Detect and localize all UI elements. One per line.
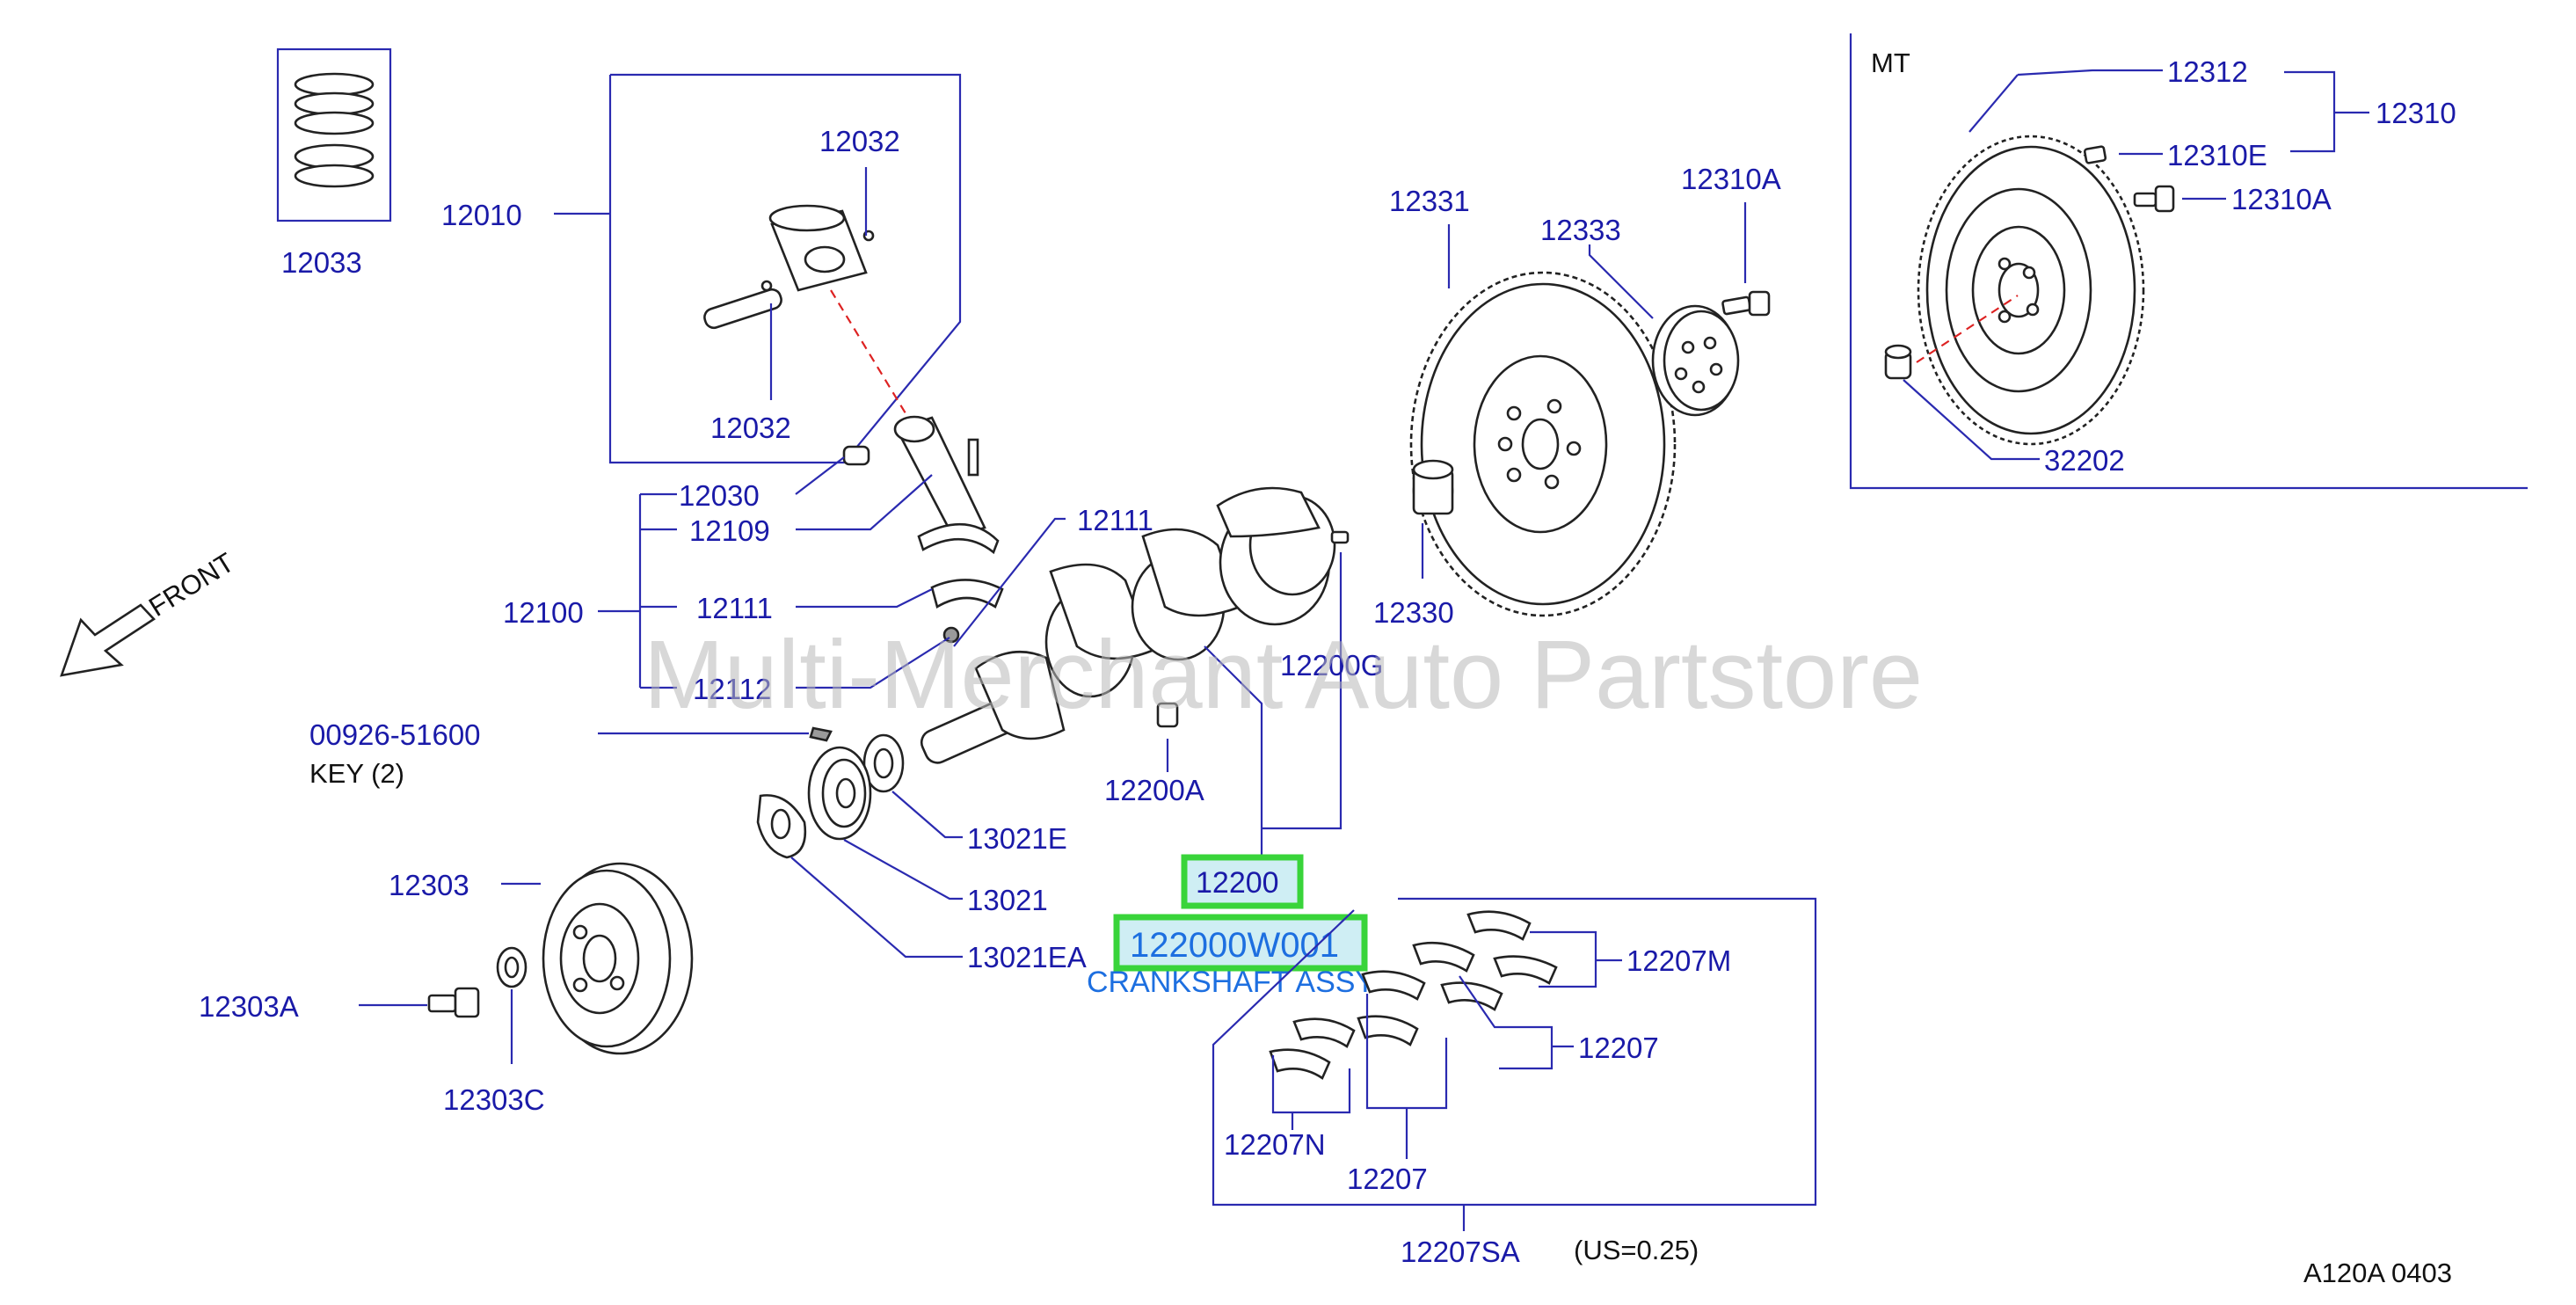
piston-rings-part[interactable]: [276, 47, 392, 222]
woodruff-key-part[interactable]: [809, 726, 833, 742]
callout-12111-upper[interactable]: 12111: [1077, 504, 1153, 536]
drive-plate-part[interactable]: [1409, 271, 1677, 617]
callout-12310a-mt[interactable]: 12310A: [2231, 183, 2332, 215]
callout-12010[interactable]: 12010: [441, 199, 522, 231]
callout-12032-bottom[interactable]: 12032: [710, 412, 791, 444]
callout-12207n[interactable]: 12207N: [1224, 1128, 1326, 1161]
crank-pulley-part[interactable]: [542, 862, 694, 1055]
figure-code: A120A 0403: [2303, 1258, 2452, 1288]
callout-12207-bottom[interactable]: 12207: [1347, 1163, 1428, 1195]
selected-part-number: 122000W001: [1130, 926, 1339, 965]
callout-12303c[interactable]: 12303C: [443, 1083, 545, 1116]
watermark: Multi-Merchant Auto Partstore: [644, 621, 1923, 729]
callout-12112[interactable]: 12112: [693, 673, 771, 705]
callout-12030[interactable]: 12030: [679, 479, 760, 512]
callout-32202[interactable]: 32202: [2044, 444, 2125, 477]
flywheel-dowel-part[interactable]: [2083, 145, 2107, 164]
spacer-12330-part[interactable]: [1412, 459, 1454, 515]
callout-12331[interactable]: 12331: [1389, 185, 1470, 217]
flywheel-part[interactable]: [1917, 135, 2145, 446]
pilot-bearing-part[interactable]: [1884, 344, 1912, 380]
crankshaft-part[interactable]: [918, 486, 1350, 767]
callout-12207-right[interactable]: 12207: [1578, 1032, 1659, 1064]
connecting-rod-part[interactable]: [842, 415, 1004, 644]
callout-12109[interactable]: 12109: [689, 514, 770, 547]
selected-ref-box[interactable]: 12200: [1181, 854, 1304, 909]
callout-12310e[interactable]: 12310E: [2167, 139, 2267, 171]
callout-12333[interactable]: 12333: [1540, 214, 1621, 246]
drive-plate-bolt-part[interactable]: [1721, 290, 1771, 317]
selected-part-number-box[interactable]: 122000W001: [1113, 914, 1368, 972]
callout-12312[interactable]: 12312: [2167, 55, 2248, 88]
selected-ref-label: 12200: [1196, 866, 1279, 900]
callout-12033[interactable]: 12033: [281, 246, 362, 279]
pilot-bushing-part[interactable]: [1156, 702, 1179, 728]
main-bearings-part[interactable]: [1269, 910, 1558, 1080]
callout-12207m[interactable]: 12207M: [1626, 944, 1731, 977]
callout-12330[interactable]: 12330: [1373, 596, 1454, 629]
pulley-washer-part[interactable]: [496, 946, 528, 988]
mt-flywheel-box: [1849, 33, 2528, 490]
mt-label: MT: [1871, 47, 1910, 78]
flywheel-bolt-part[interactable]: [2133, 185, 2175, 213]
callout-13021ea[interactable]: 13021EA: [967, 941, 1087, 973]
callout-12100[interactable]: 12100: [503, 596, 584, 629]
callout-12310[interactable]: 12310: [2376, 97, 2456, 129]
callout-00926-51600[interactable]: 00926-51600: [309, 718, 481, 751]
callout-12303[interactable]: 12303: [389, 869, 469, 901]
rod-group-bracket: [598, 456, 950, 689]
callout-12200g[interactable]: 12200G: [1280, 649, 1383, 682]
key-quantity-note: KEY (2): [309, 758, 404, 789]
callout-12303a[interactable]: 12303A: [199, 990, 299, 1023]
callout-13021e[interactable]: 13021E: [967, 822, 1067, 855]
selected-part-description[interactable]: CRANKSHAFT ASSY: [1087, 966, 1375, 999]
piston-part[interactable]: [702, 204, 875, 330]
us-size-note: (US=0.25): [1574, 1235, 1699, 1265]
crank-sprocket-part[interactable]: [807, 746, 872, 841]
callout-12207sa[interactable]: 12207SA: [1401, 1236, 1520, 1268]
piston-box: [554, 73, 962, 464]
front-arrow-icon: [60, 603, 156, 677]
crank-washer-part[interactable]: [862, 733, 905, 793]
front-label: FRONT: [143, 547, 239, 623]
callout-12310a-mid[interactable]: 12310A: [1681, 163, 1781, 195]
callout-12032-top[interactable]: 12032: [819, 125, 900, 157]
callout-13021[interactable]: 13021: [967, 884, 1048, 916]
sprocket-spacer-part[interactable]: [756, 794, 807, 859]
callout-12200a[interactable]: 12200A: [1104, 774, 1204, 806]
reinforcement-plate-part[interactable]: [1651, 304, 1740, 417]
callout-12111-lower[interactable]: 12111: [696, 592, 773, 624]
pulley-bolt-part[interactable]: [427, 987, 480, 1018]
main-bearing-box: [1212, 897, 1817, 1231]
